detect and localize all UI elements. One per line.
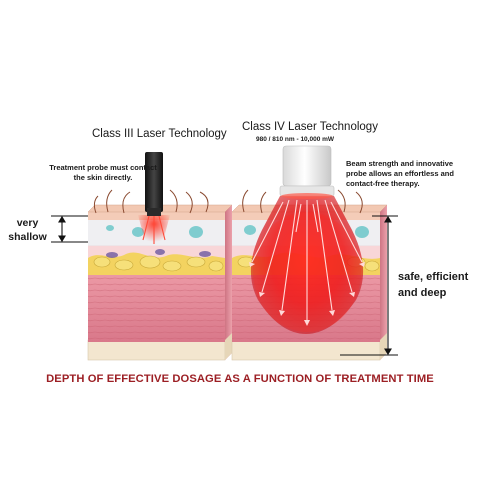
shallow-label: very shallow [8,217,47,243]
class3-note: Treatment probe must contact the skin di… [49,163,157,182]
class4-note: Beam strength and innovative probe allow… [346,159,454,188]
class3-skin-block [87,189,233,361]
class4-skin-block [231,189,388,361]
caption: DEPTH OF EFFECTIVE DOSAGE AS A FUNCTION … [46,373,434,385]
shallow-depth-marker [51,215,88,243]
deep-label: safe, efficient and deep [398,271,469,299]
class4-title: Class IV Laser Technology [242,121,378,133]
deep-depth-marker [340,215,398,356]
class4-spec: 980 / 810 nm - 10,000 mW [256,136,335,143]
class4-probe [279,145,335,199]
class3-title: Class III Laser Technology [92,128,227,140]
class3-probe [145,152,163,216]
